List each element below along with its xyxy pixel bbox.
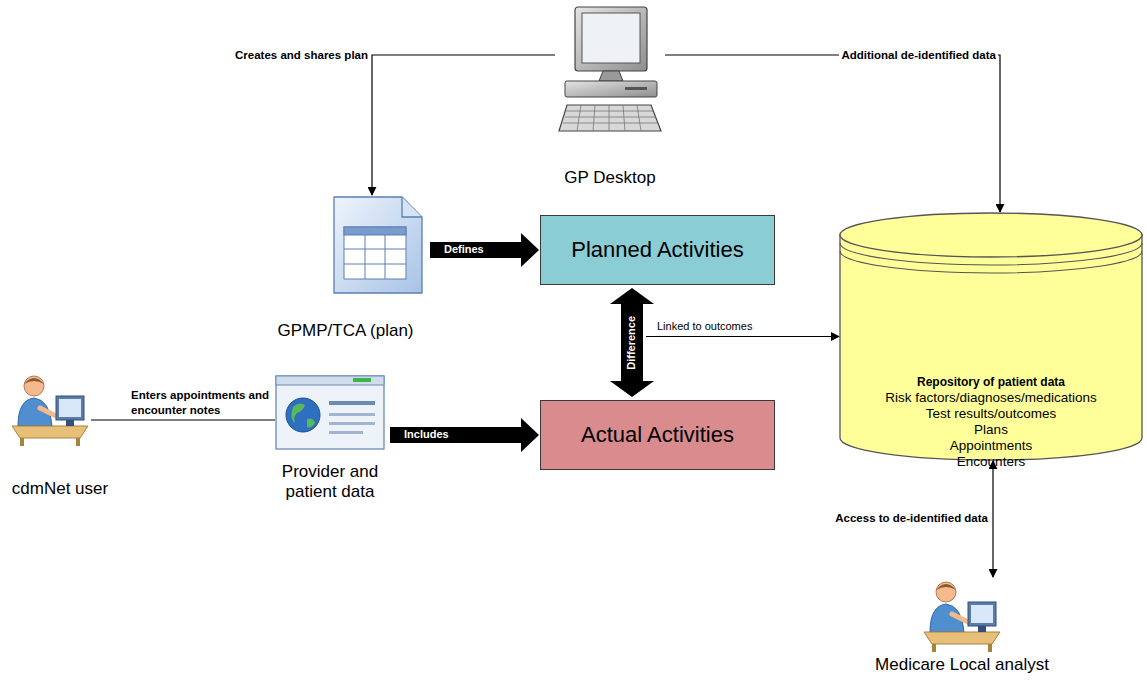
arrow-label: Defines (444, 243, 484, 257)
browser-icon-node: Provider and patient data (275, 375, 385, 450)
person-icon (922, 578, 1002, 657)
note-label: Linked to outcomes (657, 320, 752, 334)
person-icon-node: Medicare Local analyst (922, 578, 1002, 653)
box-title: Actual Activities (581, 422, 734, 448)
connector-label: Enters appointments and encounter notes (131, 388, 271, 417)
activity-box: Actual Activities (540, 400, 775, 470)
computer-icon (555, 5, 665, 144)
connector-label: Creates and shares plan (235, 48, 368, 62)
outcome-link-line (646, 336, 839, 337)
double-arrow (610, 288, 654, 397)
doc-icon (330, 195, 425, 299)
connector-line (372, 55, 555, 195)
connector-line (665, 55, 1000, 212)
repository-item: Appointments (838, 438, 1144, 454)
repository-item: Plans (838, 422, 1144, 438)
repository-item: Encounters (838, 454, 1144, 470)
browser-icon (275, 375, 385, 454)
icon-label: GPMP/TCA (plan) (277, 321, 413, 341)
person-icon (10, 372, 90, 451)
icon-label: GP Desktop (564, 168, 655, 188)
connector-label: Additional de-identified data (839, 48, 998, 62)
repository-item: Risk factors/diagnoses/medications (838, 390, 1144, 406)
box-title: Planned Activities (571, 237, 743, 263)
connector-line (992, 461, 993, 577)
icon-label: Medicare Local analyst (875, 655, 1049, 675)
thick-arrow (430, 233, 539, 267)
person-icon-node: cdmNet user (10, 372, 90, 447)
repository-heading: Repository of patient data (838, 374, 1144, 390)
thick-arrow (390, 418, 539, 452)
repository-item: Test results/outcomes (838, 406, 1144, 422)
cylinder-text: Repository of patient dataRisk factors/d… (838, 374, 1144, 470)
doc-icon-node: GPMP/TCA (plan) (330, 195, 425, 295)
activity-box: Planned Activities (540, 215, 775, 285)
icon-label: cdmNet user (12, 479, 108, 499)
arrow-label: Includes (404, 428, 449, 442)
connector-label: Access to de-identified data (835, 511, 988, 525)
computer-icon-node: GP Desktop (555, 5, 665, 140)
database-cylinder: Repository of patient dataRisk factors/d… (838, 212, 1144, 462)
connector-line (91, 419, 275, 420)
arrow-label: Difference (625, 315, 639, 369)
icon-label: Provider and patient data (265, 462, 395, 502)
